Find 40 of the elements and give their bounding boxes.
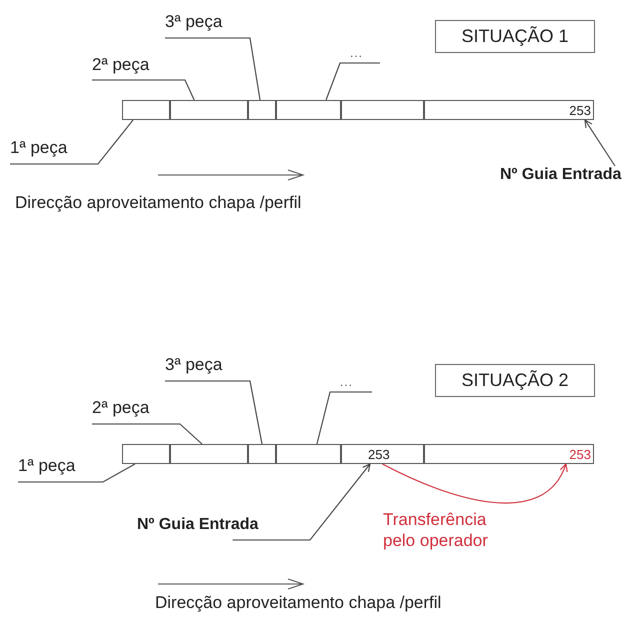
ellipsis-label: ...: [340, 375, 372, 392]
guide-number-label: Nº Guia Entrada: [137, 516, 299, 540]
part-label: 2ª peça: [92, 55, 182, 80]
sheet-segment: [424, 444, 594, 464]
sheet-segment: [276, 100, 341, 120]
sheet-segment: [276, 444, 341, 464]
situation-box: SITUAÇÃO 1: [435, 20, 595, 53]
sheet-segment: [248, 100, 276, 120]
leader-line: [165, 380, 263, 444]
arrow: [232, 463, 371, 541]
direction-caption: Direcção aproveitamento chapa /perfil: [155, 593, 442, 613]
direction-caption: Direcção aproveitamento chapa /perfil: [15, 193, 302, 213]
guide-number-label: Nº Guia Entrada: [500, 166, 625, 190]
part-label: 1ª peça: [10, 138, 90, 164]
sheet-segment: [341, 444, 424, 464]
sheet-segment: [170, 100, 248, 120]
arrow: [584, 119, 616, 166]
sheet-segment: [424, 100, 594, 120]
ellipsis-label: ...: [350, 46, 380, 63]
part-label: 3ª peça: [165, 355, 250, 381]
guide-number: 253: [368, 446, 390, 462]
leader-line: [165, 37, 261, 100]
leader-line: [92, 79, 195, 100]
leader-line: [92, 423, 202, 444]
part-label: 2ª peça: [92, 398, 182, 424]
leader-line: [326, 62, 380, 100]
leader-line: [18, 464, 136, 483]
sheet-segment: [170, 444, 248, 464]
sheet-segment: [122, 444, 170, 464]
arrow: [382, 463, 567, 504]
leader-line: [10, 120, 134, 165]
part-label: 1ª peça: [18, 456, 98, 482]
leader-line: [316, 391, 372, 444]
situation-box: SITUAÇÃO 2: [435, 364, 595, 397]
guide-number: 253: [569, 102, 591, 118]
guide-number: 253: [569, 446, 591, 462]
sheet-segment: [248, 444, 276, 464]
sheet-segment: [122, 100, 170, 120]
part-label: 3ª peça: [165, 12, 250, 38]
sheet-segment: [341, 100, 424, 120]
